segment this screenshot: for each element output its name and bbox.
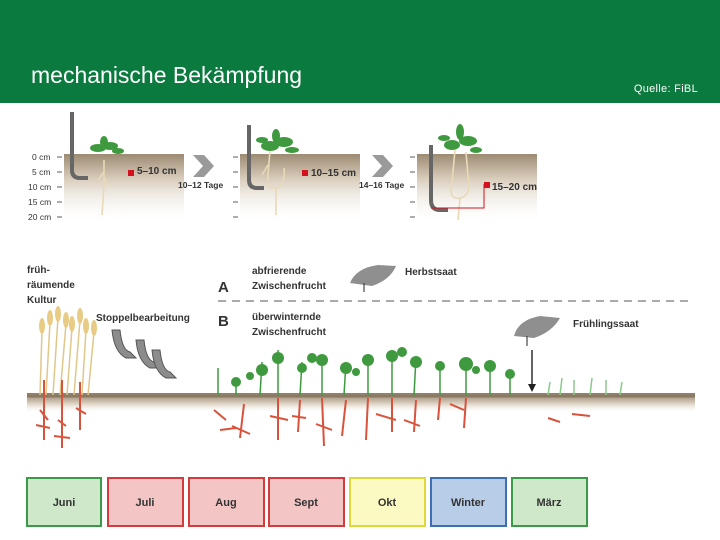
interval-label: 10–12 Tage bbox=[178, 180, 223, 190]
chevron-right-icon bbox=[193, 155, 214, 177]
depth-scale: 0 cm 5 cm 10 cm 15 cm 20 cm bbox=[28, 152, 415, 222]
weed-plant bbox=[256, 129, 299, 153]
tillage-panel-2: 10–15 cm bbox=[240, 125, 360, 224]
seed-drill-icon bbox=[514, 316, 560, 338]
depth-label: 0 cm bbox=[32, 152, 50, 162]
weed-roots bbox=[450, 149, 470, 221]
tillage-panel-3: 15–20 cm bbox=[417, 124, 537, 224]
seed-drill-icon bbox=[350, 265, 396, 286]
crop-label: früh- räumende Kultur bbox=[27, 265, 75, 306]
month-label: Juli bbox=[136, 497, 155, 509]
soil-profile bbox=[64, 154, 184, 224]
depth-range-label: 5–10 cm bbox=[137, 166, 177, 177]
month-label: Juni bbox=[53, 497, 76, 509]
depth-label: 20 cm bbox=[28, 212, 51, 222]
title-bar: mechanische Bekämpfung Quelle: FiBL bbox=[0, 0, 720, 103]
catch-crop-plants bbox=[213, 347, 623, 447]
depth-range-label: 10–15 cm bbox=[311, 168, 356, 179]
depth-arrow-icon bbox=[484, 182, 490, 188]
depth-arrow-icon bbox=[128, 170, 134, 176]
month-label: März bbox=[536, 497, 562, 509]
month-label: Okt bbox=[378, 497, 397, 509]
autumn-sowing-label: Herbstsaat bbox=[405, 267, 457, 278]
depth-label: 5 cm bbox=[32, 167, 50, 177]
month-bars: Juni Juli Aug Sept Okt Winter März bbox=[26, 477, 588, 527]
soil-band bbox=[27, 393, 695, 413]
tine-icon bbox=[70, 112, 88, 180]
interval-label: 14–16 Tage bbox=[359, 180, 404, 190]
stubble-tillage-label: Stoppelbearbeitung bbox=[96, 313, 190, 324]
option-b-text: überwinternde bbox=[252, 312, 321, 323]
depth-arrow-icon bbox=[302, 170, 308, 176]
stubble-tiller-icon bbox=[111, 329, 178, 379]
depth-bracket bbox=[431, 184, 485, 209]
option-b-text: Zwischenfrucht bbox=[252, 327, 327, 338]
month-label: Winter bbox=[451, 497, 486, 509]
month-label: Aug bbox=[215, 497, 236, 509]
month-cell-okt bbox=[349, 477, 426, 527]
source-credit: Quelle: FiBL bbox=[633, 83, 698, 95]
soil-profile bbox=[417, 154, 537, 224]
month-cell-juli bbox=[107, 477, 184, 527]
depth-range-label: 15–20 cm bbox=[492, 182, 537, 193]
depth-label: 10 cm bbox=[28, 182, 51, 192]
weed-roots bbox=[97, 160, 111, 216]
weed-seedling bbox=[90, 136, 124, 154]
weed-roots bbox=[261, 149, 286, 215]
depth-label: 15 cm bbox=[28, 197, 51, 207]
slide-title: mechanische Bekämpfung bbox=[31, 62, 303, 88]
option-a-text: abfrierende bbox=[252, 266, 307, 277]
month-cell-winter bbox=[430, 477, 507, 527]
tillage-panel-1: 5–10 cm bbox=[64, 112, 184, 224]
crop-label-line: Kultur bbox=[27, 295, 57, 306]
month-cell-juni bbox=[26, 477, 102, 527]
tine-icon bbox=[247, 125, 264, 190]
chevron-right-icon bbox=[372, 155, 393, 177]
option-b-letter: B bbox=[218, 313, 229, 330]
crop-label-line: räumende bbox=[27, 280, 75, 291]
cereal-crop bbox=[35, 306, 97, 448]
month-cell-aug bbox=[188, 477, 265, 527]
month-label: Sept bbox=[294, 497, 318, 509]
option-a-letter: A bbox=[218, 279, 229, 296]
month-cell-sept bbox=[268, 477, 345, 527]
spring-sowing-label: Frühlingssaat bbox=[573, 319, 639, 330]
option-a-text: Zwischenfrucht bbox=[252, 281, 327, 292]
weed-plant bbox=[438, 124, 482, 153]
crop-label-line: früh- bbox=[27, 265, 50, 276]
month-cell-maerz bbox=[511, 477, 588, 527]
